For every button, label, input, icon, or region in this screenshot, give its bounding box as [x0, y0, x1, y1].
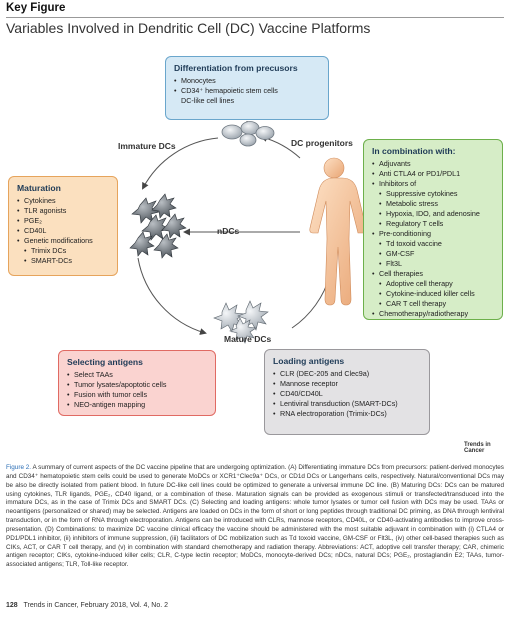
- list-item: Genetic modifications: [17, 236, 109, 246]
- list-item: Tumor lysates/apoptotic cells: [67, 380, 207, 390]
- list-item: Select TAAs: [67, 370, 207, 380]
- list-item: TLR agonists: [17, 206, 109, 216]
- list-item: Chemotherapy/radiotherapy: [372, 309, 494, 319]
- selecting-antigens-title: Selecting antigens: [67, 357, 143, 367]
- figure-label: Figure 2.: [6, 464, 32, 471]
- precursor-cells: [221, 121, 275, 147]
- page-title: Variables Involved in Dendritic Cell (DC…: [6, 20, 371, 36]
- list-item: CAR T cell therapy: [372, 299, 494, 309]
- ndcs-label: nDCs: [217, 226, 240, 236]
- list-item: CLR (DEC-205 and Clec9a): [273, 369, 421, 379]
- list-item: Flt3L: [372, 259, 494, 269]
- loading-antigens-box: Loading antigens CLR (DEC-205 and Clec9a…: [264, 349, 430, 435]
- mature-dc-cluster: [213, 300, 269, 344]
- cycle-arc-right: [291, 273, 333, 329]
- key-figure-heading: Key Figure: [6, 2, 66, 14]
- list-item: Cell therapies: [372, 269, 494, 279]
- list-item: Cytokines: [17, 196, 109, 206]
- maturation-title: Maturation: [17, 183, 61, 193]
- list-item: GM-CSF: [372, 249, 494, 259]
- citation: Trends in Cancer, February 2018, Vol. 4,…: [23, 602, 168, 609]
- maturation-box: Maturation Cytokines TLR agonists PGE₂ C…: [8, 176, 118, 276]
- caption-text: A summary of current aspects of the DC v…: [6, 464, 504, 569]
- list-item: Regulatory T cells: [372, 219, 494, 229]
- list-item: Inhibitors of: [372, 179, 494, 189]
- list-item: CD40L: [17, 226, 109, 236]
- list-item: Fusion with tumor cells: [67, 390, 207, 400]
- list-item: Hypoxia, IDO, and adenosine: [372, 209, 494, 219]
- list-item: NEO-antigen mapping: [67, 400, 207, 410]
- list-item: PGE₂: [17, 216, 109, 226]
- list-item: Monocytes: [174, 76, 320, 86]
- heading-rule: [6, 17, 504, 18]
- list-item: Lentiviral transduction (SMART-DCs): [273, 399, 421, 409]
- mature-dcs-label: Mature DCs: [224, 334, 272, 344]
- immature-dc-cluster: [129, 193, 187, 259]
- list-item: Adjuvants: [372, 159, 494, 169]
- selecting-antigens-box: Selecting antigens Select TAAs Tumor lys…: [58, 350, 216, 416]
- list-item: RNA electroporation (Trimix-DCs): [273, 409, 421, 419]
- journal-logo: Trends in Cancer: [464, 442, 491, 454]
- list-item: Trimix DCs: [17, 246, 109, 256]
- list-item: SMART-DCs: [17, 256, 109, 266]
- page-number: 128: [6, 602, 18, 609]
- cycle-arc-top-left: [142, 137, 219, 190]
- dc-progenitors-label: DC progenitors: [291, 138, 353, 148]
- combination-box: In combination with: AdjuvantsAnti CTLA4…: [363, 139, 503, 320]
- list-item: Cytokine-induced killer cells: [372, 289, 494, 299]
- immature-dcs-label: Immature DCs: [118, 141, 176, 151]
- patient-figure: [309, 157, 367, 306]
- figure-caption: Figure 2. A summary of current aspects o…: [6, 464, 504, 570]
- combination-title: In combination with:: [372, 146, 456, 156]
- list-item: Suppressive cytokines: [372, 189, 494, 199]
- list-item: Mannose receptor: [273, 379, 421, 389]
- combination-list: AdjuvantsAnti CTLA4 or PD1/PDL1Inhibitor…: [372, 159, 494, 319]
- list-item: Td toxoid vaccine: [372, 239, 494, 249]
- list-item: Metabolic stress: [372, 199, 494, 209]
- list-item: Pre-conditioning: [372, 229, 494, 239]
- loading-antigens-title: Loading antigens: [273, 356, 345, 366]
- list-item: Adoptive cell therapy: [372, 279, 494, 289]
- list-item: Anti CTLA4 or PD1/PDL1: [372, 169, 494, 179]
- page-footer: 128 Trends in Cancer, February 2018, Vol…: [6, 602, 168, 609]
- list-item: CD34⁺ hemapoietic stem cells: [174, 86, 320, 96]
- differentiation-title: Differentiation from precusors: [174, 63, 298, 73]
- differentiation-box: Differentiation from precusors Monocytes…: [165, 56, 329, 120]
- list-item: DC-like cell lines: [181, 96, 235, 105]
- list-item: CD40/CD40L: [273, 389, 421, 399]
- cycle-arc-left: [137, 257, 207, 335]
